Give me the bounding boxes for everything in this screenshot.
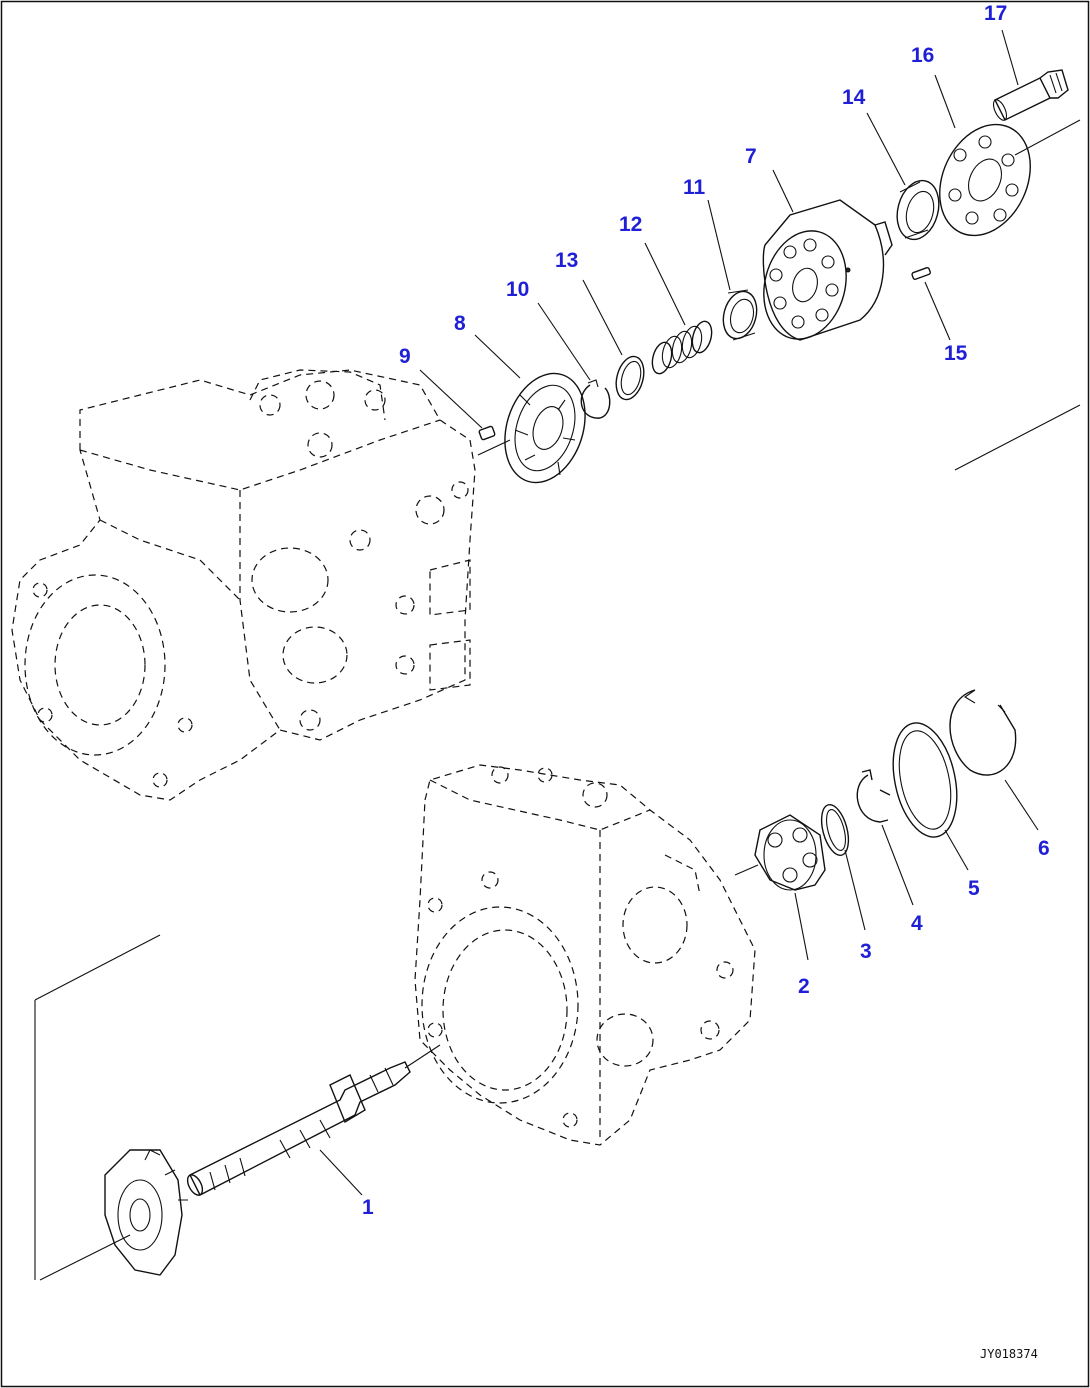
part-shaft xyxy=(186,1044,441,1196)
part-flange xyxy=(34,934,188,1281)
lower-pump-case xyxy=(414,764,756,1146)
callout-13[interactable]: 13 xyxy=(555,249,578,272)
part-7-cylinder-block xyxy=(762,169,893,341)
callout-3[interactable]: 3 xyxy=(860,940,872,963)
part-9-pin xyxy=(419,369,496,441)
part-2-cylinder-block xyxy=(734,814,826,961)
callout-15[interactable]: 15 xyxy=(944,342,968,365)
callout-2[interactable]: 2 xyxy=(798,975,810,998)
callout-5[interactable]: 5 xyxy=(968,877,980,900)
drawing-id: JY018374 xyxy=(980,1347,1038,1361)
callout-4[interactable]: 4 xyxy=(911,912,923,935)
part-17-shaft-pin xyxy=(992,29,1069,121)
callout-9[interactable]: 9 xyxy=(399,345,411,368)
part-10-snap-ring xyxy=(537,302,611,419)
part-14-bearing xyxy=(866,112,940,241)
callout-1[interactable]: 1 xyxy=(362,1196,374,1219)
callout-17[interactable]: 17 xyxy=(984,2,1007,25)
callout-16[interactable]: 16 xyxy=(911,44,934,67)
axis-line xyxy=(954,404,1081,471)
part-16-plate xyxy=(934,74,1081,237)
upper-pump-housing xyxy=(11,369,476,801)
callout-labels: 1 2 3 4 5 6 7 8 9 10 11 12 13 14 15 16 1… xyxy=(362,2,1050,1219)
part-12-spring xyxy=(644,242,713,375)
part-6-large-snap-ring xyxy=(949,689,1039,831)
callout-8[interactable]: 8 xyxy=(454,312,466,335)
callout-12[interactable]: 12 xyxy=(619,213,642,236)
part-3-ring xyxy=(820,803,866,931)
part-13-ring xyxy=(582,279,645,401)
part-15-pin xyxy=(911,266,951,341)
part-11-bushing xyxy=(707,199,758,341)
callout-6[interactable]: 6 xyxy=(1038,837,1050,860)
part-4-snap-ring xyxy=(856,769,914,906)
part-8-valve-plate xyxy=(474,334,586,484)
callout-7[interactable]: 7 xyxy=(745,145,757,168)
callout-10[interactable]: 10 xyxy=(506,278,529,301)
callout-14[interactable]: 14 xyxy=(842,86,866,109)
part-5-plate xyxy=(892,722,969,871)
callout-11[interactable]: 11 xyxy=(683,176,706,199)
